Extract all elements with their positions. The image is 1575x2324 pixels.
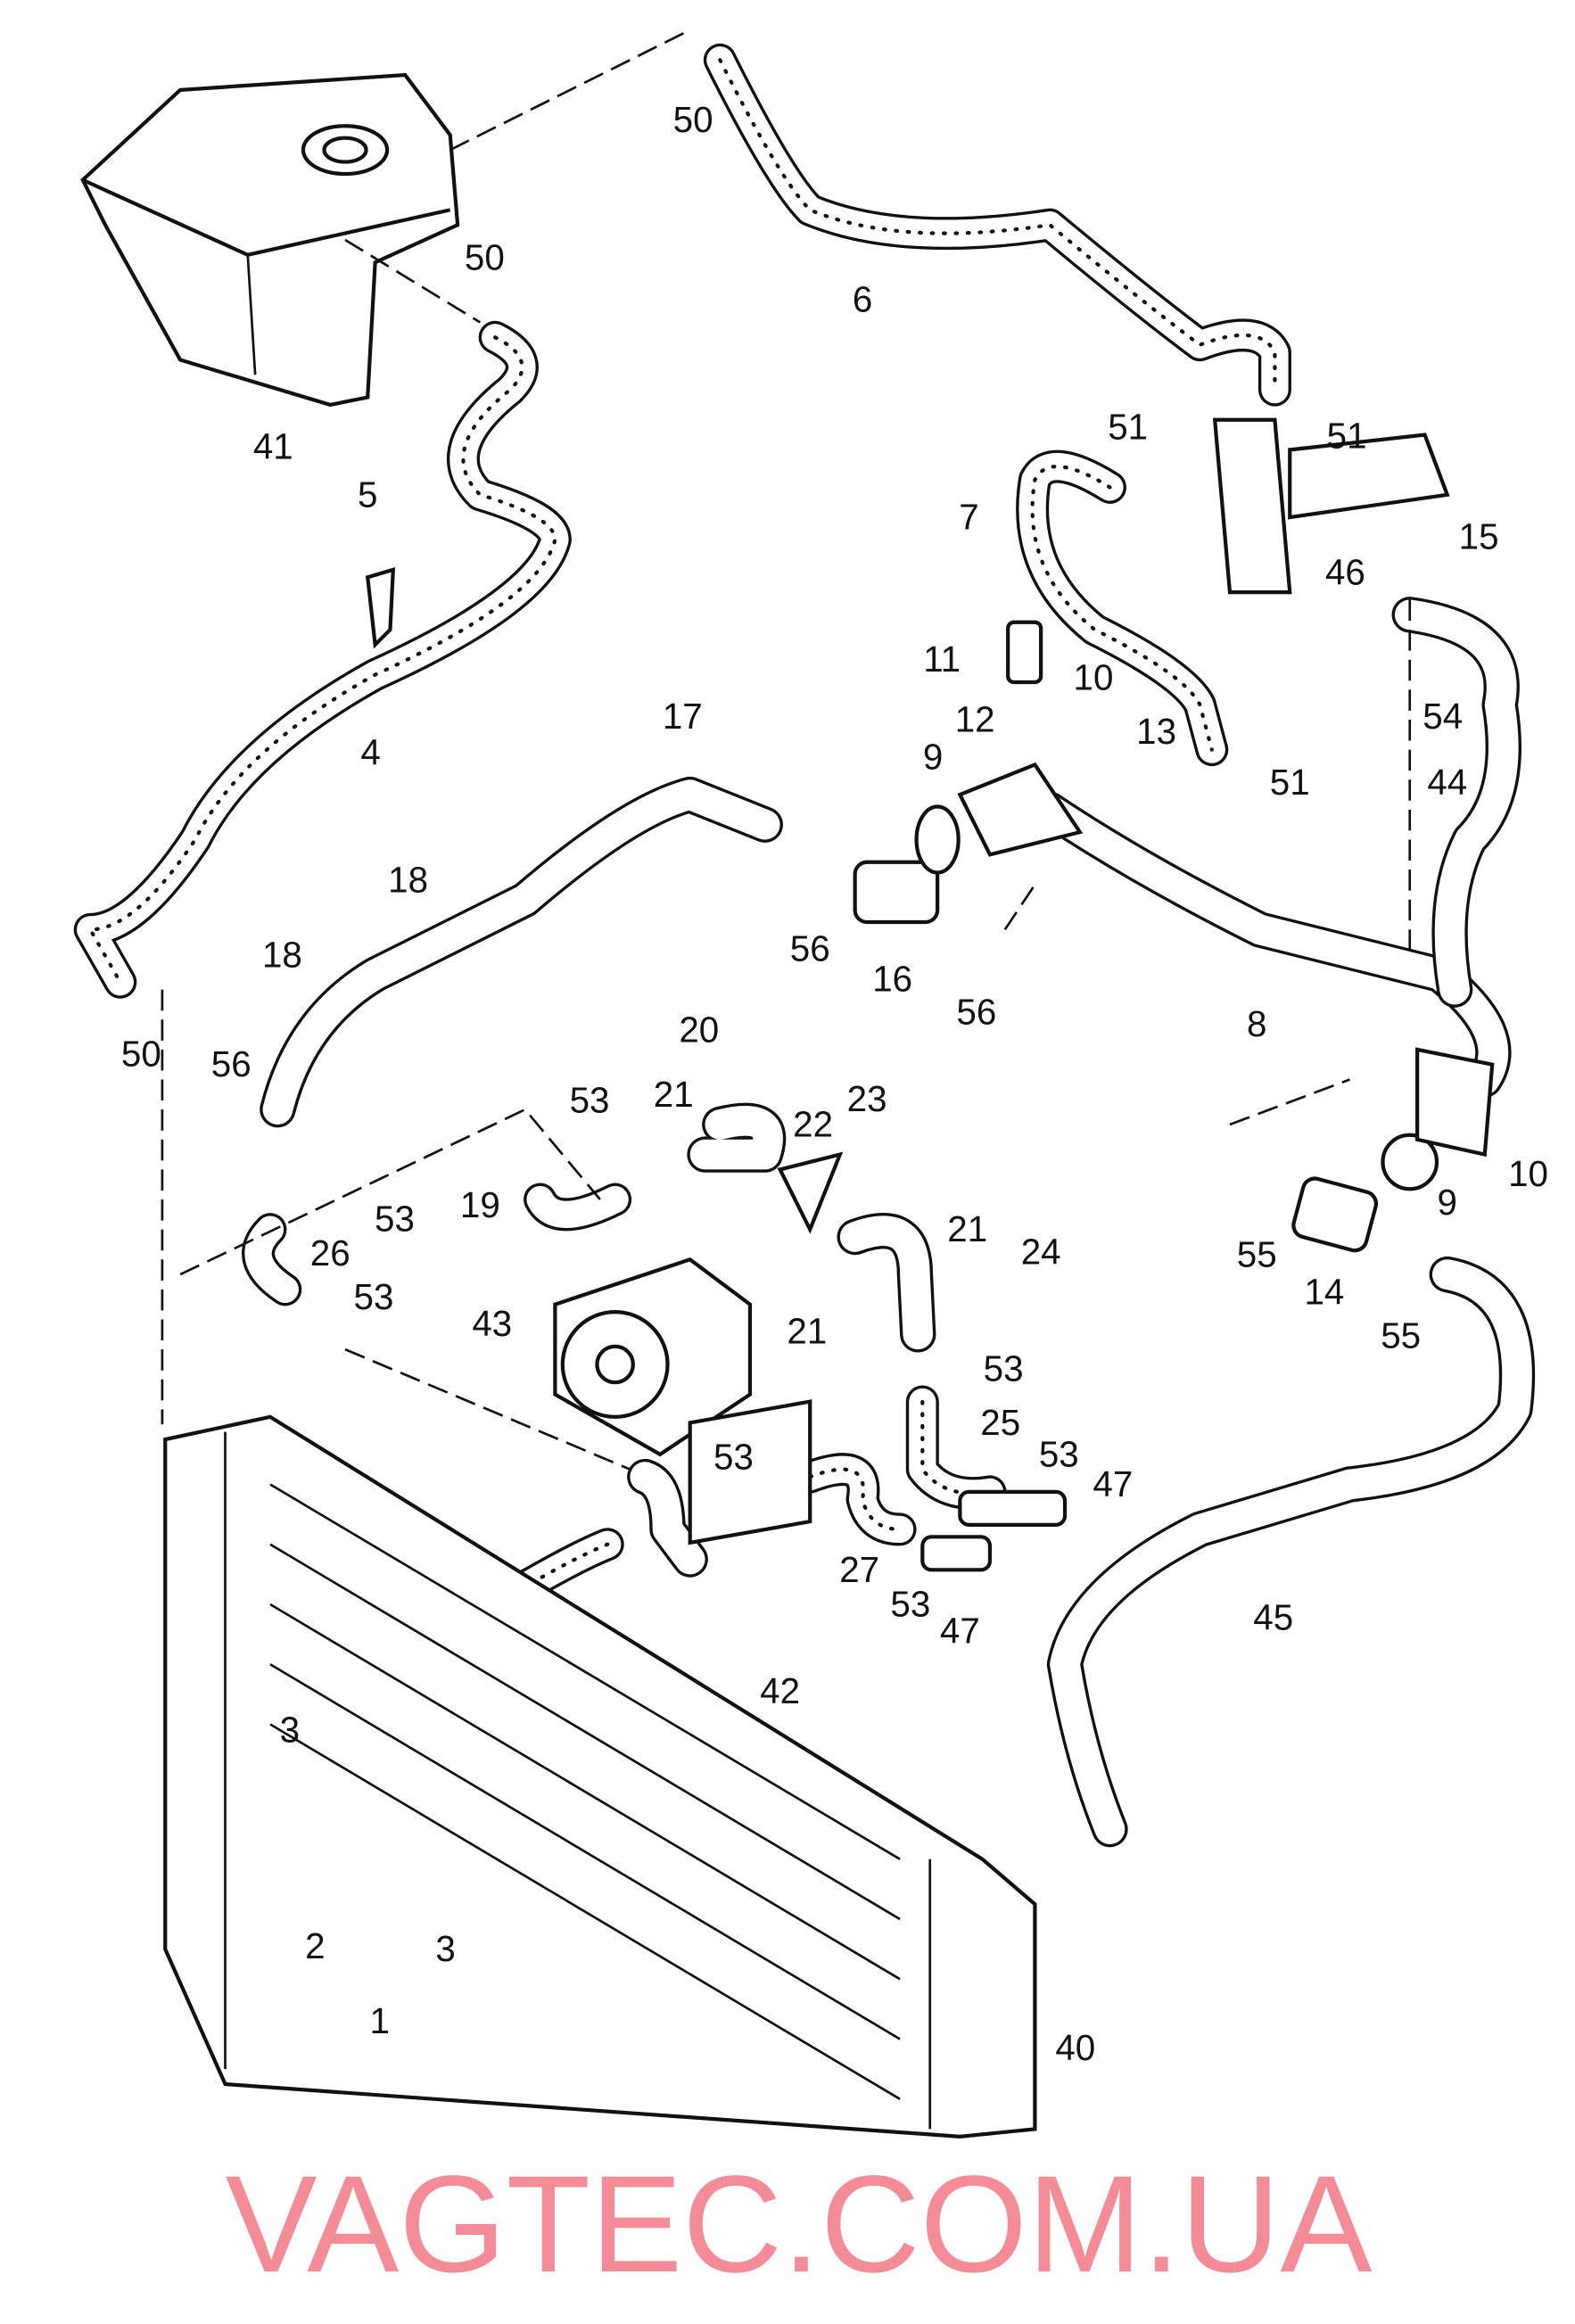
part-label-23: 23 (847, 1078, 887, 1119)
part-label-53: 53 (570, 1080, 610, 1121)
part-label-2: 2 (305, 1925, 325, 1966)
part-label-9: 9 (923, 737, 943, 778)
part-label-53: 53 (890, 1583, 930, 1624)
part-label-42: 42 (760, 1670, 800, 1711)
part-label-17: 17 (663, 696, 703, 737)
part-label-9: 9 (1438, 1182, 1457, 1223)
part-label-3: 3 (280, 1710, 300, 1751)
part-label-7: 7 (959, 496, 978, 537)
reference-lines (161, 29, 1412, 1471)
part-label-51: 51 (1108, 407, 1148, 448)
part-label-51: 51 (1327, 416, 1367, 457)
part-label-5: 5 (358, 474, 377, 515)
part-label-15: 15 (1459, 515, 1499, 556)
part-label-20: 20 (679, 1009, 719, 1050)
part-label-53: 53 (713, 1437, 754, 1478)
part-label-47: 47 (940, 1611, 980, 1652)
part-label-16: 16 (872, 958, 912, 999)
part-label-25: 25 (980, 1402, 1020, 1443)
part-label-55: 55 (1237, 1234, 1277, 1275)
part-label-40: 40 (1055, 2027, 1095, 2068)
part-label-41: 41 (253, 425, 293, 466)
part-label-4: 4 (360, 731, 380, 772)
part-label-8: 8 (1247, 1003, 1266, 1044)
part-label-50: 50 (465, 237, 505, 278)
part-label-43: 43 (472, 1303, 512, 1344)
part-label-51: 51 (1270, 762, 1310, 803)
part-label-53: 53 (375, 1198, 415, 1239)
part-label-56: 56 (211, 1043, 252, 1084)
part-label-47: 47 (1093, 1463, 1133, 1504)
part-label-53: 53 (354, 1276, 394, 1317)
part-label-53: 53 (1039, 1433, 1079, 1474)
oil-cooler (688, 1399, 812, 1545)
part-label-22: 22 (793, 1103, 833, 1144)
part-label-1: 1 (369, 2000, 389, 2041)
part-label-12: 12 (955, 698, 995, 739)
part-label-56: 56 (790, 928, 830, 969)
part-label-11: 11 (923, 639, 961, 680)
part-label-54: 54 (1422, 696, 1463, 737)
part-label-10: 10 (1508, 1153, 1548, 1194)
part-label-55: 55 (1381, 1314, 1421, 1356)
part-label-13: 13 (1136, 711, 1176, 752)
part-label-18: 18 (262, 934, 302, 975)
part-label-21: 21 (947, 1208, 987, 1249)
part-label-3: 3 (435, 1928, 455, 1969)
part-label-46: 46 (1325, 552, 1365, 593)
part-label-50: 50 (121, 1033, 161, 1074)
part-label-50: 50 (673, 99, 713, 140)
part-label-10: 10 (1074, 656, 1114, 697)
part-label-24: 24 (1021, 1231, 1061, 1272)
part-label-44: 44 (1427, 762, 1467, 803)
expansion-tank (80, 72, 460, 408)
part-label-21: 21 (654, 1074, 694, 1115)
part-label-21: 21 (787, 1310, 827, 1351)
part-label-45: 45 (1253, 1597, 1293, 1638)
part-label-56: 56 (956, 991, 996, 1032)
part-label-6: 6 (853, 279, 872, 320)
pipes (260, 597, 1536, 1848)
part-label-53: 53 (984, 1347, 1024, 1389)
part-label-14: 14 (1304, 1272, 1344, 1313)
part-label-18: 18 (388, 859, 428, 900)
watermark: VAGTEC.COM.UA (226, 2147, 1373, 2301)
part-label-27: 27 (839, 1549, 879, 1590)
radiator (163, 1414, 1037, 2139)
part-label-26: 26 (310, 1232, 350, 1273)
part-label-19: 19 (460, 1184, 500, 1225)
